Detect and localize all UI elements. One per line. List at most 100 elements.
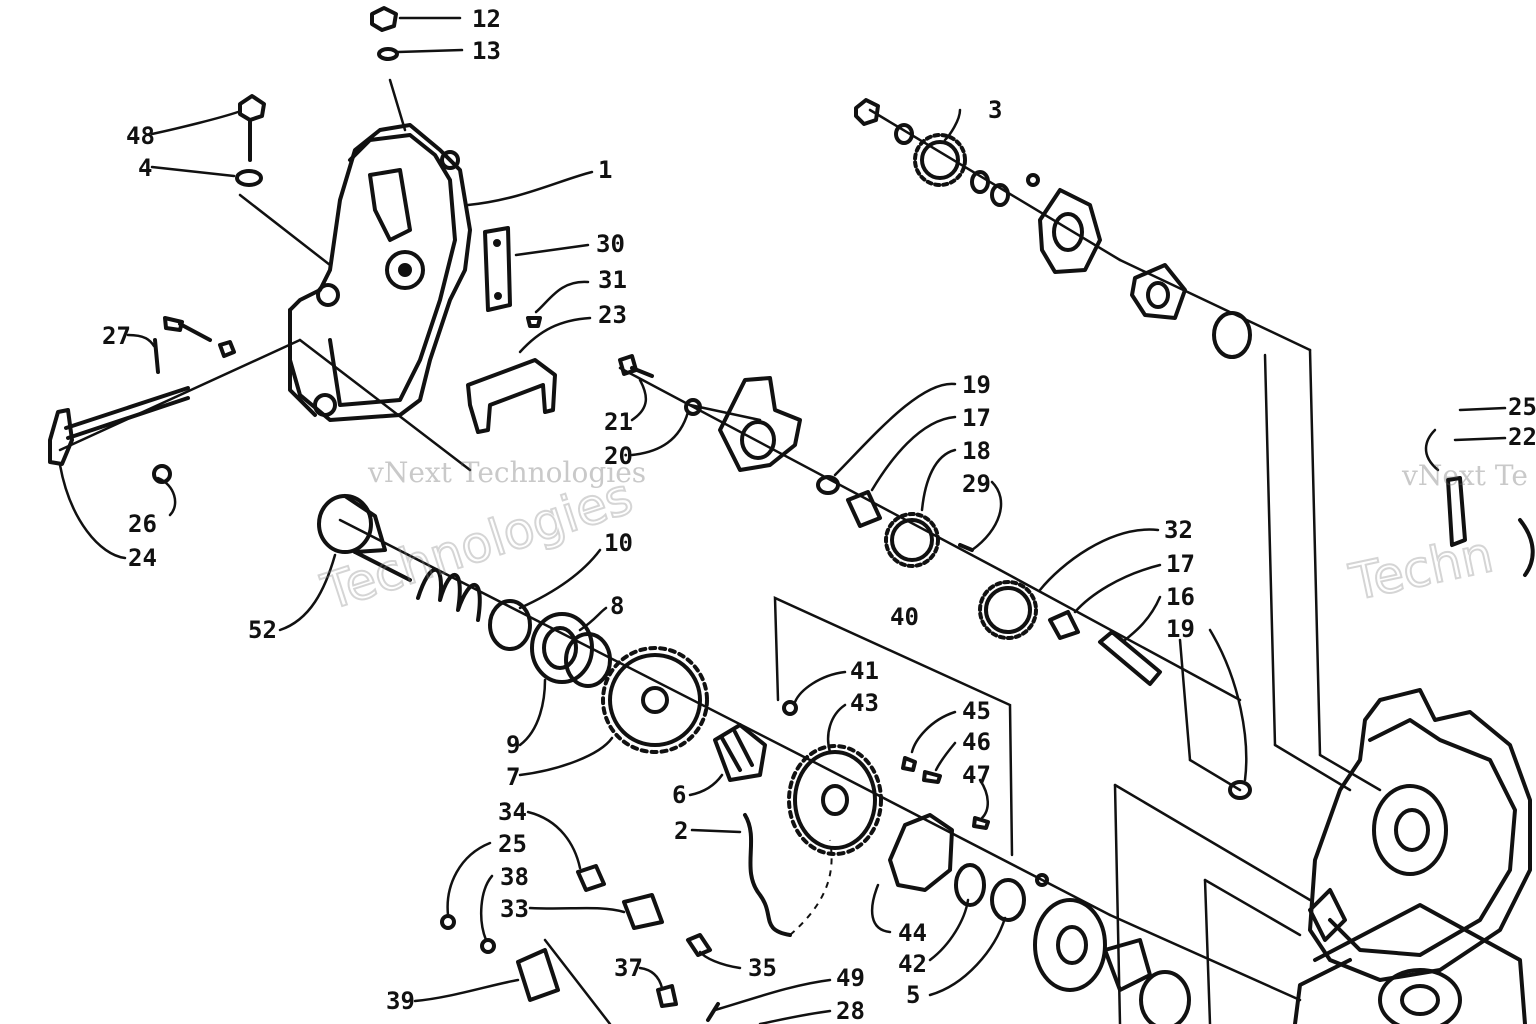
bearing-block [718,376,802,472]
bearing-upper [1130,263,1187,320]
callout-c13: 13 [472,37,501,65]
callout-c21: 21 [604,408,633,436]
assembly-40-bracket [773,596,1014,857]
pin-29 [958,543,974,552]
pin-35 [686,933,712,957]
callout-c22: 22 [1508,423,1536,451]
callout-c44: 44 [898,919,927,947]
callout-c26: 26 [128,510,157,538]
right-edge-lever [1446,476,1535,577]
watermark-text: vNext Technologies [367,456,646,489]
watermark-text-right-big: Techn [1344,525,1498,612]
callout-c39: 39 [386,987,415,1015]
callout-c1: 1 [598,156,612,184]
part-28 [706,1002,720,1022]
callout-c17b: 17 [1166,550,1195,578]
callout-c37: 37 [614,954,643,982]
callout-c31: 31 [598,266,627,294]
ring-upper [1212,311,1252,359]
washer-38 [480,938,496,954]
chaincase-housing [1293,688,1532,1024]
callout-c12: 12 [472,5,501,33]
bushing-33 [622,893,664,930]
sprocket-7 [601,646,709,754]
callout-c33: 33 [500,895,529,923]
callout-c6: 6 [672,781,686,809]
spring [416,567,482,622]
callout-c41: 41 [850,657,879,685]
callout-c25b: 25 [1508,393,1536,421]
part-45 [901,756,917,772]
callout-c32: 32 [1164,516,1193,544]
axis-lines [58,78,1382,1024]
chaincase-cover [288,123,472,422]
washer-19b [1228,780,1252,800]
callout-c17a: 17 [962,404,991,432]
part-41 [782,700,798,716]
callout-c42: 42 [898,950,927,978]
washer-20 [684,398,702,416]
callout-c52: 52 [248,616,277,644]
bolt-21 [618,354,654,378]
lever-shaft-24 [48,316,236,484]
sprocket-18 [884,512,940,568]
callout-c19b: 19 [1166,615,1195,643]
callout-c34: 34 [498,798,527,826]
callout-c8: 8 [610,592,624,620]
bushing-34 [576,864,606,892]
callout-c43: 43 [850,689,879,717]
callout-c38: 38 [500,863,529,891]
callout-c10: 10 [604,529,633,557]
washer-b [990,183,1010,207]
watermark-text-right: vNext Te [1401,459,1528,492]
part-46 [922,770,942,784]
callout-c29: 29 [962,470,991,498]
plate-30 [483,226,542,328]
callout-c20: 20 [604,442,633,470]
bearing-8 [530,612,612,688]
bushing-17 [846,490,882,528]
nut-25 [440,914,456,930]
callout-c9: 9 [506,731,520,759]
bolt-37 [656,984,678,1008]
sleeve-16 [1098,630,1162,686]
nut-top-right [854,98,880,126]
callout-c25a: 25 [498,830,527,858]
callout-c49: 49 [836,964,865,992]
snap-ring-10 [488,599,532,651]
part-47 [972,816,990,830]
callout-c18: 18 [962,437,991,465]
washer-19 [816,475,840,495]
callout-c24: 24 [128,544,157,572]
washer-a [970,170,990,194]
sprocket-43 [787,744,883,856]
bolt-48 [235,94,266,187]
callout-c35: 35 [748,954,777,982]
gear-6 [713,723,767,782]
chain-2 [743,813,833,937]
bearing-housing-lower [1033,873,1191,1024]
small-nut [1026,173,1040,187]
sprocket-32 [978,580,1038,640]
callout-c28: 28 [836,997,865,1024]
bracket-23 [466,358,557,434]
callout-c7: 7 [506,763,520,791]
leader-lines [58,16,1507,1024]
callout-c27: 27 [102,322,131,350]
callout-c47: 47 [962,761,991,789]
callout-c40: 40 [890,603,919,631]
callout-c48: 48 [126,122,155,150]
callout-c3: 3 [988,96,1002,124]
sprocket-3 [913,133,967,187]
shaft-52 [317,494,412,582]
flange-bearing-plate [1038,188,1102,274]
hub-44 [888,813,986,907]
callout-c30: 30 [596,230,625,258]
bushing-17b [1048,610,1080,640]
callout-c45: 45 [962,697,991,725]
block-39 [516,948,560,1002]
washer-top-right [894,123,914,145]
callout-c23: 23 [598,301,627,329]
